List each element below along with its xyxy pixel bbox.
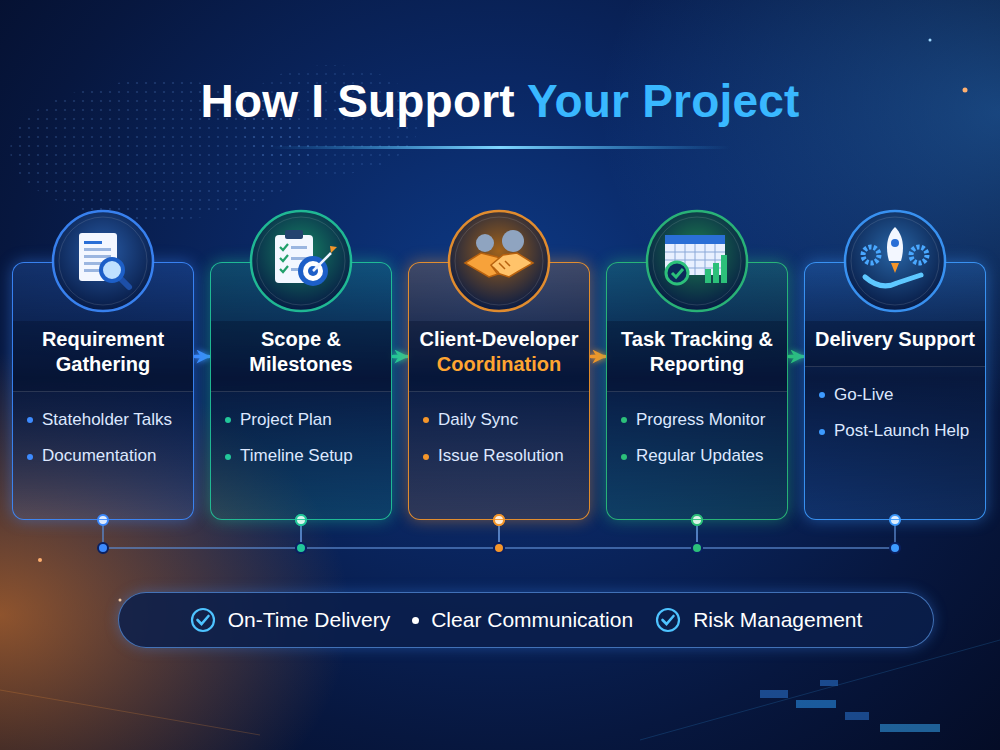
heading-part: Task Tracking & Reporting (621, 328, 773, 375)
check-icon (655, 607, 681, 633)
bullet-dot (225, 417, 231, 423)
step-icon (49, 207, 157, 315)
bullet-row: Issue Resolution (423, 446, 579, 466)
bullet-text: Documentation (42, 446, 156, 466)
flow-arrow (789, 355, 803, 359)
bullet-dot (819, 392, 825, 398)
bullet-text: Project Plan (240, 410, 332, 430)
bullet-text: Post-Launch Help (834, 421, 969, 441)
bullet-row: Progress Monitor (621, 410, 777, 430)
title-glow-line (270, 146, 730, 149)
junction-dot (494, 543, 504, 553)
title-part: How I Support (201, 75, 528, 127)
bullet-text: Progress Monitor (636, 410, 765, 430)
bullet-dot (819, 429, 825, 435)
junction-dot (296, 543, 306, 553)
bullet-list: Stateholder TalksDocumentation (21, 392, 185, 487)
bullet-text: Daily Sync (438, 410, 518, 430)
bullet-list: Project PlanTimeline Setup (219, 392, 383, 487)
bullet-text: Regular Updates (636, 446, 764, 466)
bullet-list: Progress MonitorRegular Updates (615, 392, 779, 487)
step-heading: Task Tracking & Reporting (607, 321, 787, 392)
step-card: Requirement GatheringStateholder TalksDo… (12, 262, 194, 520)
bus-line (499, 520, 697, 548)
bullet-text: Timeline Setup (240, 446, 353, 466)
junction-dot (692, 543, 702, 553)
heading-part: Scope & Milestones (249, 328, 352, 375)
junction-dot (296, 543, 306, 553)
diagram-title: How I Support Your Project (0, 74, 1000, 128)
junction-dot (98, 543, 108, 553)
bullet-text: Stateholder Talks (42, 410, 172, 430)
step-heading: Scope & Milestones (211, 321, 391, 392)
bus-line (103, 520, 301, 548)
step-heading: Requirement Gathering (13, 321, 193, 392)
step-heading: Client-Developer Coordination (409, 321, 589, 392)
benefit-item: Clear Communication (412, 608, 633, 632)
junction-dot (494, 543, 504, 553)
bullet-dot (621, 454, 627, 460)
heading-part: Requirement Gathering (42, 328, 164, 375)
step-icon (841, 207, 949, 315)
bullet-list: Daily SyncIssue Resolution (417, 392, 581, 487)
bullet-row: Daily Sync (423, 410, 579, 430)
check-icon (190, 607, 216, 633)
bullet-dot (225, 454, 231, 460)
bullet-dot (621, 417, 627, 423)
bullet-row: Timeline Setup (225, 446, 381, 466)
bus-line (697, 520, 895, 548)
bullet-dot (27, 454, 33, 460)
bullet-row: Post-Launch Help (819, 421, 975, 441)
benefit-text: Risk Management (693, 608, 862, 632)
junction-dot (890, 543, 900, 553)
heading-part: Client-Developer (420, 328, 579, 350)
step-heading: Delivery Support (805, 321, 985, 367)
bullet-row: Regular Updates (621, 446, 777, 466)
bullet-row: Stateholder Talks (27, 410, 183, 430)
step-card: Delivery SupportGo-LivePost-Launch Help (804, 262, 986, 520)
bus-line (301, 520, 499, 548)
step-card: Task Tracking & ReportingProgress Monito… (606, 262, 788, 520)
benefits-bar: On-Time Delivery Clear Communication Risk … (118, 592, 934, 648)
step-icon (445, 207, 553, 315)
heading-part: Coordination (437, 353, 561, 375)
bullet-dot (423, 417, 429, 423)
flow-arrow (393, 355, 407, 359)
bullet-dot (423, 454, 429, 460)
benefit-item: Risk Management (655, 607, 862, 633)
bullet-row: Project Plan (225, 410, 381, 430)
flow-arrow (591, 355, 605, 359)
junction-dot (692, 543, 702, 553)
bullet-row: Documentation (27, 446, 183, 466)
title-part: Your Project (527, 75, 800, 127)
bullet-row: Go-Live (819, 385, 975, 405)
bullet-list: Go-LivePost-Launch Help (813, 367, 977, 462)
benefit-item: On-Time Delivery (190, 607, 391, 633)
heading-part: Delivery Support (815, 328, 975, 350)
bullet-text: Issue Resolution (438, 446, 564, 466)
flow-arrow (195, 355, 209, 359)
bullet-dot (412, 617, 419, 624)
step-card: Client-Developer CoordinationDaily SyncI… (408, 262, 590, 520)
step-icon (643, 207, 751, 315)
benefit-text: Clear Communication (431, 608, 633, 632)
benefit-text: On-Time Delivery (228, 608, 391, 632)
bullet-text: Go-Live (834, 385, 894, 405)
step-icon (247, 207, 355, 315)
step-card: Scope & MilestonesProject PlanTimeline S… (210, 262, 392, 520)
tech-bars (0, 640, 1000, 740)
bullet-dot (27, 417, 33, 423)
